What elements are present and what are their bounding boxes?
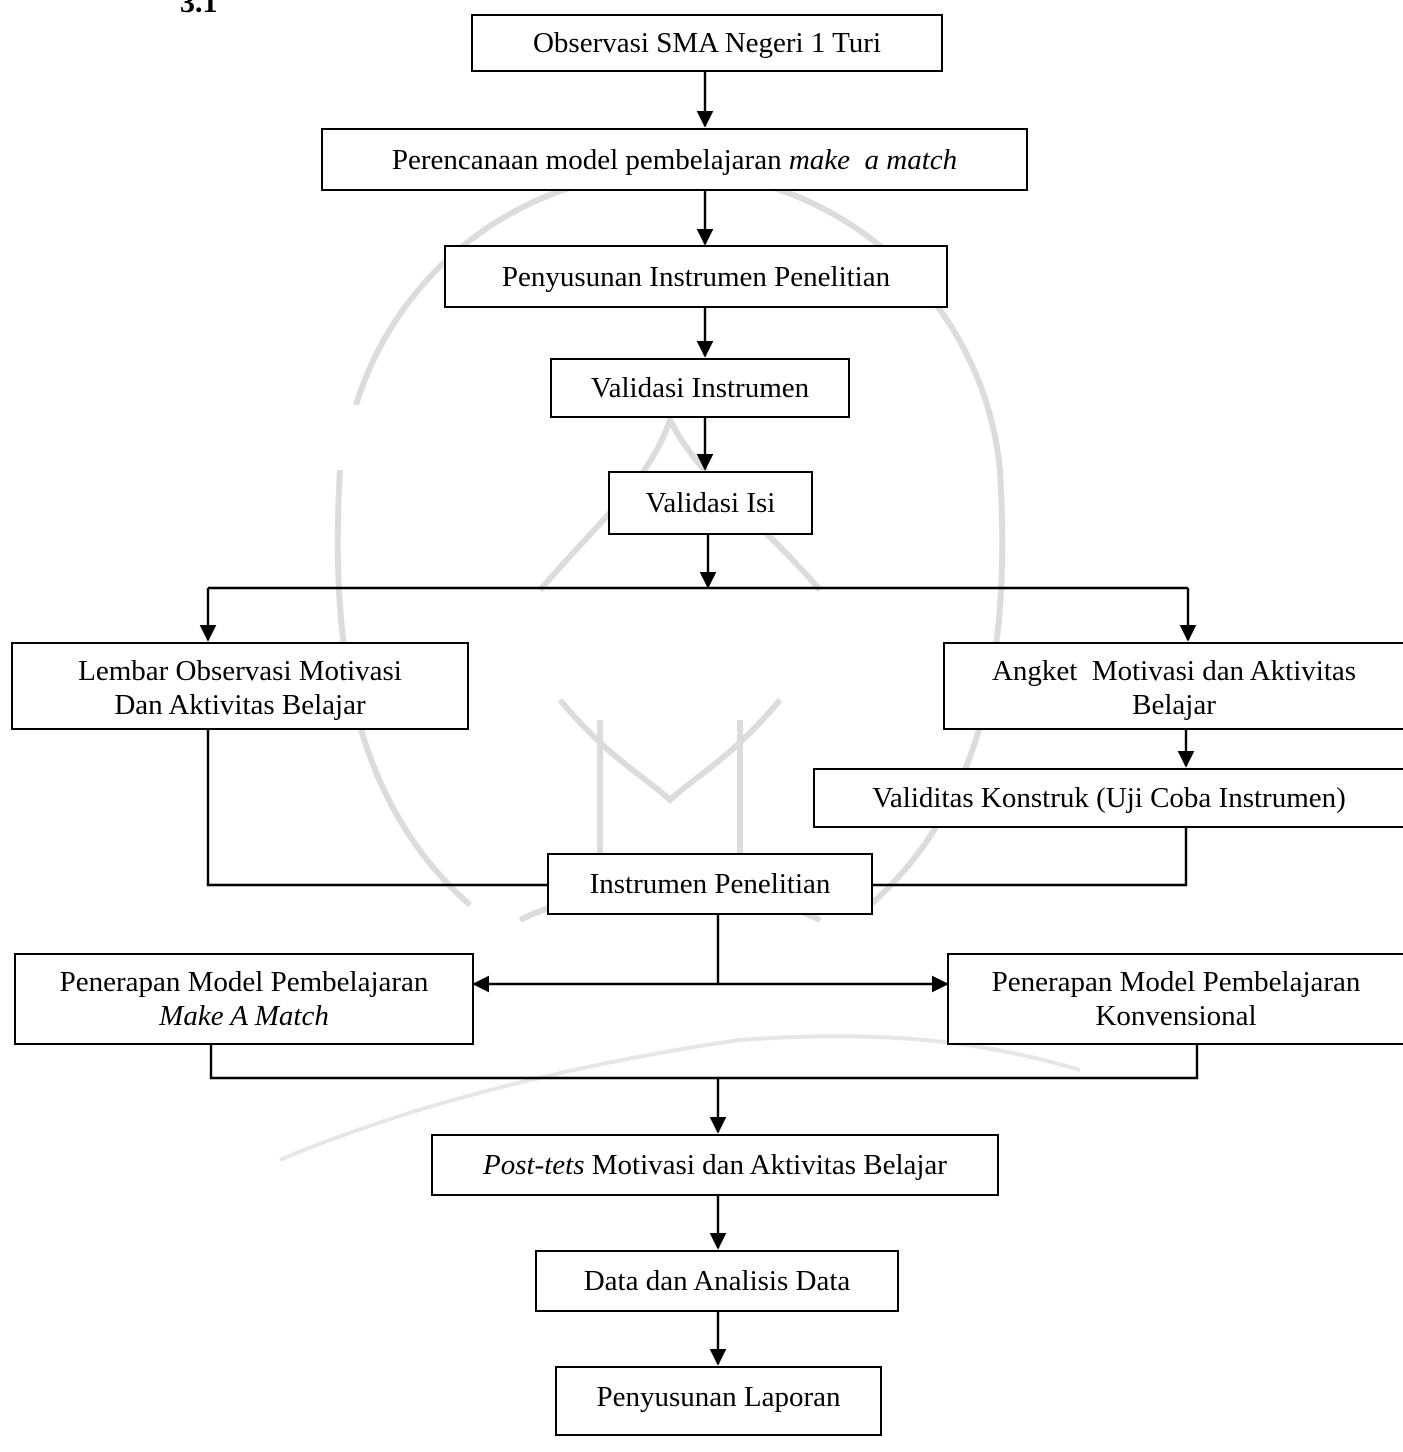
node-post-test-text: Motivasi dan Aktivitas Belajar — [584, 1149, 947, 1181]
node-penerapan-make-a-match-line1: Penerapan Model Pembelajaran — [59, 966, 429, 998]
node-observasi: Observasi SMA Negeri 1 Turi — [471, 14, 943, 72]
line-validitas-to-instrumen — [873, 828, 1188, 887]
node-penyusunan-instrumen: Penyusunan Instrumen Penelitian — [444, 245, 948, 308]
node-validitas-konstruk-label: Validitas Konstruk (Uji Coba Instrumen) — [872, 782, 1346, 814]
node-validasi-isi: Validasi Isi — [608, 471, 813, 535]
node-instrumen-penelitian-label: Instrumen Penelitian — [589, 868, 831, 900]
node-penerapan-konvensional-line2: Konvensional — [1095, 1000, 1257, 1032]
node-perencanaan-label: Perencanaan model pembelajaran make a ma… — [392, 143, 957, 177]
node-angket-line2: Belajar — [1132, 689, 1216, 721]
node-validasi-isi-label: Validasi Isi — [645, 487, 776, 519]
node-penyusunan-laporan: Penyusunan Laporan — [555, 1366, 882, 1436]
node-data-analisis: Data dan Analisis Data — [535, 1250, 899, 1312]
node-observasi-label: Observasi SMA Negeri 1 Turi — [532, 27, 881, 59]
figure-number: 3.1 — [180, 0, 218, 19]
node-perencanaan-text: Perencanaan model pembelajaran — [391, 143, 789, 176]
merge-line-bottom — [209, 1045, 1199, 1080]
node-post-test: Post-tets Motivasi dan Aktivitas Belajar — [431, 1134, 999, 1196]
node-lembar-observasi: Lembar Observasi Motivasi Dan Aktivitas … — [11, 642, 469, 730]
node-lembar-observasi-line1: Lembar Observasi Motivasi — [78, 655, 402, 687]
node-perencanaan: Perencanaan model pembelajaran make a ma… — [321, 128, 1028, 191]
watermark-book — [557, 698, 783, 805]
line-lembar-to-instrumen — [206, 730, 547, 887]
node-penyusunan-instrumen-label: Penyusunan Instrumen Penelitian — [501, 260, 891, 293]
node-penerapan-make-a-match: Penerapan Model Pembelajaran Make A Matc… — [14, 953, 474, 1045]
node-penerapan-konvensional-line1: Penerapan Model Pembelajaran — [991, 966, 1361, 998]
node-data-analisis-label: Data dan Analisis Data — [583, 1265, 851, 1297]
node-penerapan-make-a-match-line2: Make A Match — [159, 1000, 329, 1032]
node-angket: Angket Motivasi dan Aktivitas Belajar — [943, 642, 1403, 730]
node-penerapan-konvensional: Penerapan Model Pembelajaran Konvensiona… — [947, 953, 1403, 1045]
node-validasi-instrumen: Validasi Instrumen — [550, 358, 850, 418]
node-lembar-observasi-line2: Dan Aktivitas Belajar — [114, 689, 366, 721]
node-instrumen-penelitian: Instrumen Penelitian — [547, 853, 873, 915]
watermark-arabic-stroke — [279, 1034, 1081, 1162]
node-post-test-italic: Post-tets — [483, 1149, 585, 1181]
node-validasi-instrumen-label: Validasi Instrumen — [590, 372, 810, 404]
node-angket-line1: Angket Motivasi dan Aktivitas — [991, 655, 1357, 687]
node-perencanaan-italic: make a match — [788, 143, 958, 176]
node-validitas-konstruk: Validitas Konstruk (Uji Coba Instrumen) — [813, 768, 1403, 828]
node-post-test-label: Post-tets Motivasi dan Aktivitas Belajar — [483, 1148, 947, 1182]
node-penyusunan-laporan-label: Penyusunan Laporan — [596, 1381, 841, 1413]
